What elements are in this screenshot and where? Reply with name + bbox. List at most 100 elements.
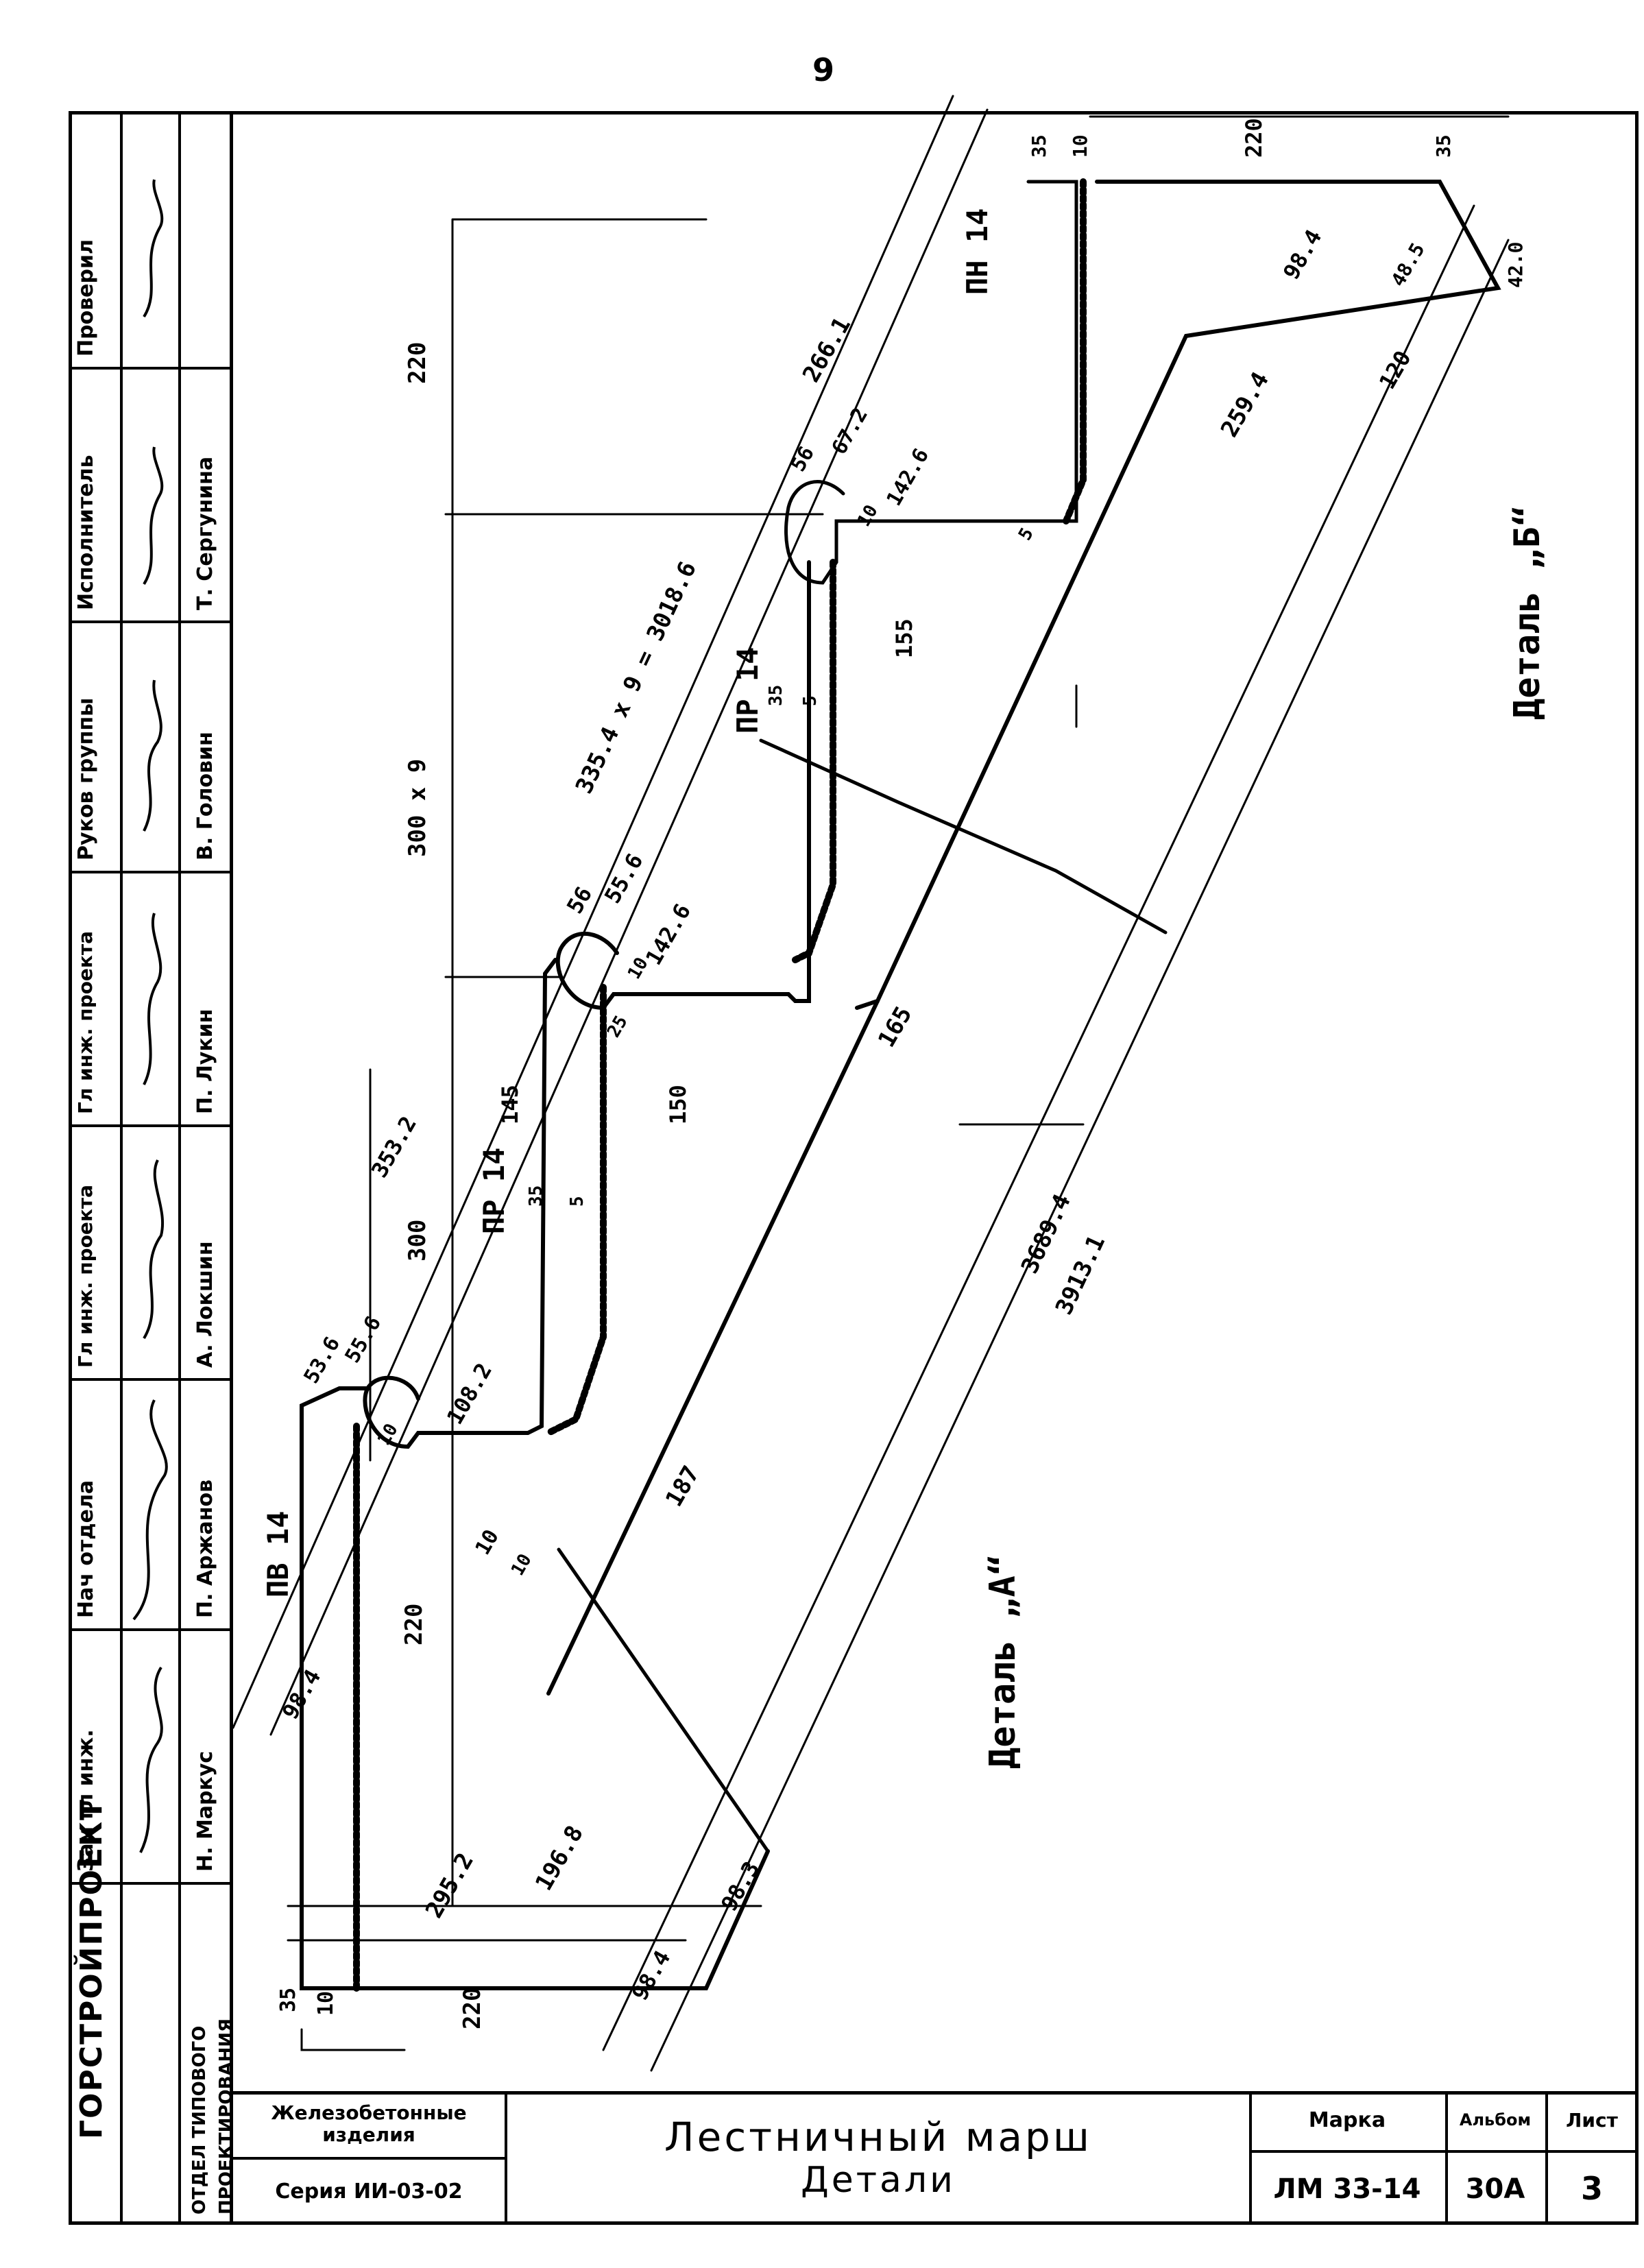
dim-value: 10 (854, 501, 882, 530)
sheet-label: Лист (1566, 2108, 1618, 2132)
dim-value: 108.2 (442, 1359, 497, 1429)
dim-value: 220 (459, 1988, 486, 2029)
extension-line (232, 95, 954, 1729)
extension-line (958, 684, 1085, 1126)
mark-value: ЛМ 33-14 (1273, 2173, 1421, 2205)
series-cell: Серия ИИ-03-02 (233, 2157, 507, 2225)
dim-value: 155 (891, 618, 917, 658)
series: Серия ИИ-03-02 (275, 2180, 463, 2204)
dim-value: 35 (1028, 134, 1050, 158)
dim-value: 300 х 9 (404, 759, 431, 857)
dim-value: 35 (766, 685, 786, 706)
dim-value: 48.5 (1386, 239, 1429, 291)
sheet-value: 3 (1580, 2170, 1603, 2208)
album-value: 30А (1465, 2173, 1525, 2205)
stair-detail-drawing: ПВ 14 ПР 14 ПР 14 ПН 14 Деталь „А“ Детал… (232, 95, 1548, 2072)
title-cell: Лестничный марш Детали (505, 2091, 1252, 2225)
dim-value: 187 (660, 1461, 705, 1511)
detail-b-label: Деталь „Б“ (1507, 505, 1548, 720)
dim-value: 56 (786, 442, 819, 476)
dim-value: 220 (1241, 118, 1267, 158)
dim-value: 98.4 (1278, 225, 1327, 284)
dim-value: 266.1 (797, 313, 856, 387)
dim-value: 55.6 (599, 849, 648, 908)
signature-strip (69, 111, 233, 2225)
strip-row-line (69, 367, 233, 370)
signature-mark (139, 1666, 163, 1853)
strip-col-line (178, 111, 181, 2225)
sheet-frame (69, 111, 1639, 2225)
dim-value: 142.6 (882, 444, 934, 510)
dim-value: 53.6 (300, 1333, 345, 1388)
rebar-label-pv14: ПВ 14 (261, 1511, 295, 1597)
dim-value: 35 (526, 1185, 546, 1207)
dim-value: 353.2 (366, 1112, 422, 1182)
page-number: 9 (812, 51, 835, 88)
rebar-pn14 (1063, 178, 1087, 524)
dim-value: 35 (276, 1988, 300, 2012)
extension-line (287, 513, 824, 1907)
mark-label-cell: Марка (1249, 2091, 1448, 2153)
rebar-label-pn14: ПН 14 (960, 208, 994, 295)
dim-value: 220 (400, 1604, 428, 1645)
rebar-label-pr14-upper: ПР 14 (731, 647, 764, 734)
dim-value: 10 (314, 1991, 338, 2016)
signature-mark (143, 913, 162, 1085)
album-label-cell: Альбом (1445, 2091, 1548, 2153)
rebar-pr14-lower (545, 984, 607, 1436)
strip-row-line (69, 1882, 233, 1885)
signature-mark (143, 446, 164, 586)
sheet-value-cell: 3 (1545, 2150, 1639, 2225)
dim-value: 335.4 х 9 = 3018.6 (570, 557, 702, 798)
dim-value: 145 (497, 1085, 523, 1124)
mark-value-cell: ЛМ 33-14 (1249, 2150, 1448, 2225)
sheet-label-cell: Лист (1545, 2091, 1639, 2153)
flight-body (546, 999, 880, 1696)
dim-value: 98.4 (277, 1665, 326, 1724)
dim-value: 10 (507, 1550, 536, 1579)
title-block (233, 2091, 1639, 2225)
dim-value: 42.0 (1504, 242, 1527, 288)
extension-line (451, 218, 708, 1907)
extension-line (650, 239, 1510, 2072)
dim-value: 220 (404, 342, 431, 384)
extension-line (300, 2028, 406, 2051)
dim-value: 25 (603, 1012, 632, 1041)
dim-value: 5 (800, 695, 821, 706)
title-line2: Детали (801, 2159, 956, 2201)
dim-value: 3913.1 (1050, 1231, 1111, 1319)
steps-middle-b (363, 958, 557, 1449)
flight-bottom-edge (557, 1547, 770, 1853)
strip-row-line (69, 1628, 233, 1631)
flight-outline-top (784, 180, 1078, 585)
dim-value: 196.8 (530, 1821, 589, 1896)
dim-value: 5 (1015, 524, 1038, 544)
mark-label: Марка (1308, 2108, 1386, 2132)
dim-value: 300 (404, 1220, 431, 1262)
strip-row-line (69, 871, 233, 873)
rebar-pr14-upper (792, 559, 836, 963)
dim-value: 55.6 (341, 1312, 386, 1367)
dim-value: 142.6 (640, 900, 696, 969)
product-type-cell: Железобетонные изделия (233, 2091, 507, 2160)
dim-value: 35 (1432, 134, 1455, 158)
rebar-label-pr14-lower: ПР 14 (477, 1148, 511, 1234)
strip-row-line (69, 1378, 233, 1381)
dim-value: 10 (471, 1525, 504, 1559)
signature-mark (143, 179, 164, 318)
strip-col-line (120, 111, 123, 2225)
dim-value: 5 (567, 1196, 588, 1207)
detail-a-label: Деталь „А“ (982, 1554, 1024, 1769)
dim-value: 3689.4 (1016, 1190, 1076, 1278)
title-line1: Лестничный марш (664, 2114, 1092, 2161)
extension-line (602, 204, 1475, 2051)
dim-value: 98.4 (627, 1946, 675, 2005)
dim-value: 259.4 (1216, 367, 1274, 442)
strip-row-line (69, 620, 233, 623)
signatures-graphic (132, 179, 168, 1853)
dim-value: 10 (1069, 134, 1091, 158)
signature-mark (132, 1399, 168, 1621)
step-low (300, 1386, 770, 1990)
dim-value: 295.2 (420, 1848, 479, 1923)
